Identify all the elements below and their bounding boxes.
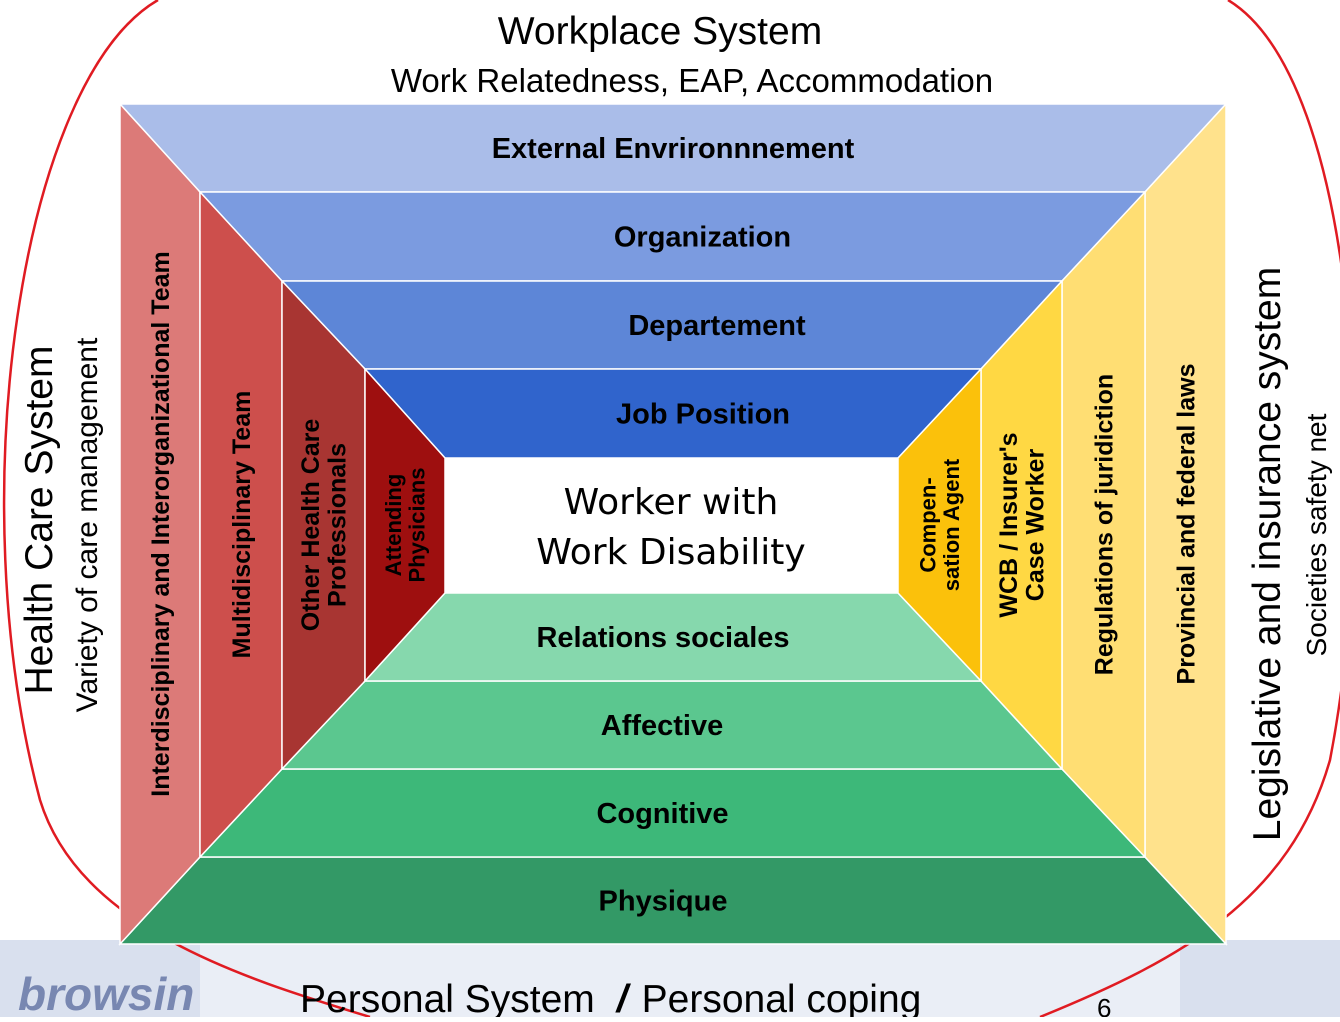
left-band-label-3-line-2: Professionals [323,443,351,607]
workplace-system-subtitle: Work Relatedness, EAP, Accommodation [391,62,993,99]
personal-system-label: Personal System [300,978,595,1017]
personal-coping-label: Personal coping [642,978,922,1017]
left-band-label-2: Multidisciplinary Team [228,391,256,659]
personal-system-separator: / [615,978,632,1017]
background-fragment-text: browsin [18,968,194,1017]
left-band-label-1: Interdisciplinary and Interorganizationa… [147,251,175,796]
left-band-label-4-line-1: Attending [381,474,406,577]
outline-curve-right [1039,0,1340,1019]
legislative-system-subtitle: Societies safety net [1301,413,1332,656]
right-band-label-2-line-1: Regulations of juridiction [1090,374,1118,675]
bottom-band-label-1: Physique [599,886,728,918]
band-layers [118,102,1228,946]
top-band-label-2: Organization [614,222,791,254]
right-band-label-3: WCB / Insurer'sCase Worker [995,432,1049,617]
right-band-label-4: Compen-sation Agent [916,458,964,591]
health-care-system-title: Health Care System [18,346,61,695]
right-band-label-3-line-1: WCB / Insurer's [995,432,1023,617]
right-band-label-4-line-1: Compen- [916,477,941,572]
bottom-band-label-2: Cognitive [596,798,728,830]
right-band-label-2: Regulations of juridiction [1090,374,1118,675]
bottom-band-label-3: Affective [601,710,724,742]
background-fragment: browsin [0,940,1340,1020]
page-number: 6 [1097,993,1111,1017]
left-band-label-4: AttendingPhysicians [381,468,429,583]
top-band-label-1: External Envrironnnement [492,133,855,165]
legislative-system-title: Legislative and insurance system [1246,267,1289,841]
workplace-system-title: Workplace System [498,10,822,53]
outline-curve-left [2,0,371,1019]
left-band-label-3: Other Health CareProfessionals [297,419,351,632]
left-band-4 [364,367,446,683]
left-band-label-4-line-2: Physicians [404,468,429,583]
bottom-band-label-4: Relations sociales [536,622,789,654]
personal-system-title: Personal System / Personal coping [300,978,921,1017]
right-band-label-3-line-2: Case Worker [1021,449,1049,602]
right-band-label-1: Provincial and federal laws [1172,364,1200,685]
health-care-system-subtitle: Variety of care management [71,337,104,712]
left-band-label-1-line-1: Interdisciplinary and Interorganizationa… [147,251,175,796]
right-band-label-4-line-2: sation Agent [939,458,964,591]
left-band-label-3-line-1: Other Health Care [297,419,325,632]
right-band-4 [897,367,982,683]
right-band-label-1-line-1: Provincial and federal laws [1172,364,1200,685]
top-band-label-4: Job Position [616,399,790,431]
center-label-line1: Worker with [563,482,779,523]
center-worker-label: Worker with Work Disability [445,478,897,578]
top-band-label-3: Departement [628,310,806,342]
center-label-line2: Work Disability [536,532,806,573]
left-band-label-2-line-1: Multidisciplinary Team [228,391,256,659]
